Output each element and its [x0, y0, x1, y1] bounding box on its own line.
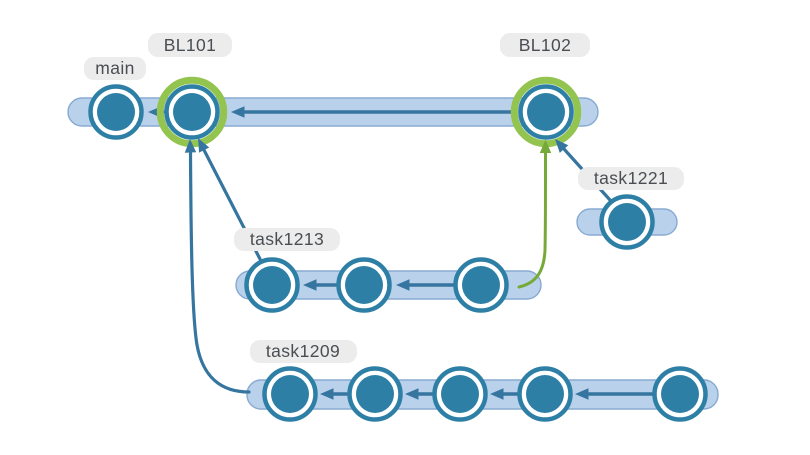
- commit-node-task1221-1[interactable]: [599, 194, 655, 250]
- merge-connectors: [184, 135, 612, 394]
- node-core[interactable]: [661, 375, 699, 413]
- branch-tracks: [67, 97, 719, 410]
- node-core[interactable]: [271, 375, 309, 413]
- commit-node-main[interactable]: [88, 84, 144, 140]
- node-core[interactable]: [97, 93, 135, 131]
- node-core[interactable]: [356, 375, 394, 413]
- commit-node-task1213-3[interactable]: [453, 257, 509, 313]
- label-pill[interactable]: [234, 228, 340, 251]
- node-core[interactable]: [253, 266, 291, 304]
- commit-nodes: [88, 76, 708, 422]
- label-pill[interactable]: [578, 167, 684, 190]
- commit-node-bl101[interactable]: [156, 76, 228, 148]
- branch-label-task1213[interactable]: task1213: [234, 228, 340, 251]
- commit-node-task1213-1[interactable]: [244, 257, 300, 313]
- node-core[interactable]: [527, 93, 565, 131]
- commit-flow-arrows: [148, 106, 654, 400]
- label-pill[interactable]: [500, 33, 590, 57]
- node-core[interactable]: [462, 266, 500, 304]
- commit-node-task1209-4[interactable]: [517, 366, 573, 422]
- label-pill[interactable]: [250, 340, 357, 363]
- node-core[interactable]: [345, 266, 383, 304]
- label-pill[interactable]: [84, 57, 146, 80]
- merge-line-task1213-to-bl102: [517, 151, 548, 289]
- commit-node-task1209-1[interactable]: [262, 366, 318, 422]
- node-core[interactable]: [526, 375, 564, 413]
- label-text: BL101: [164, 35, 217, 55]
- commit-node-task1209-3[interactable]: [432, 366, 488, 422]
- merge-line-task1209-to-bl101: [188, 151, 251, 394]
- commit-node-task1209-5[interactable]: [652, 366, 708, 422]
- label-text: task1213: [250, 229, 324, 249]
- node-core[interactable]: [608, 203, 646, 241]
- commit-node-bl102[interactable]: [510, 76, 582, 148]
- commit-node-task1213-2[interactable]: [336, 257, 392, 313]
- label-text: main: [95, 58, 135, 78]
- label-text: task1209: [266, 341, 340, 361]
- node-core[interactable]: [441, 375, 479, 413]
- branch-label-main[interactable]: main: [84, 57, 146, 80]
- branch-label-task1221[interactable]: task1221: [578, 167, 684, 190]
- branch-label-bl101[interactable]: BL101: [148, 33, 232, 57]
- label-text: BL102: [519, 35, 572, 55]
- green-merge-arrows: [517, 139, 552, 289]
- commit-node-task1209-2[interactable]: [347, 366, 403, 422]
- branch-labels: main BL101 BL102 task1221 task1213 task1…: [84, 33, 684, 363]
- label-text: task1221: [594, 168, 668, 188]
- label-pill[interactable]: [148, 33, 232, 57]
- branch-label-task1209[interactable]: task1209: [250, 340, 357, 363]
- node-core[interactable]: [173, 93, 211, 131]
- branch-label-bl102[interactable]: BL102: [500, 33, 590, 57]
